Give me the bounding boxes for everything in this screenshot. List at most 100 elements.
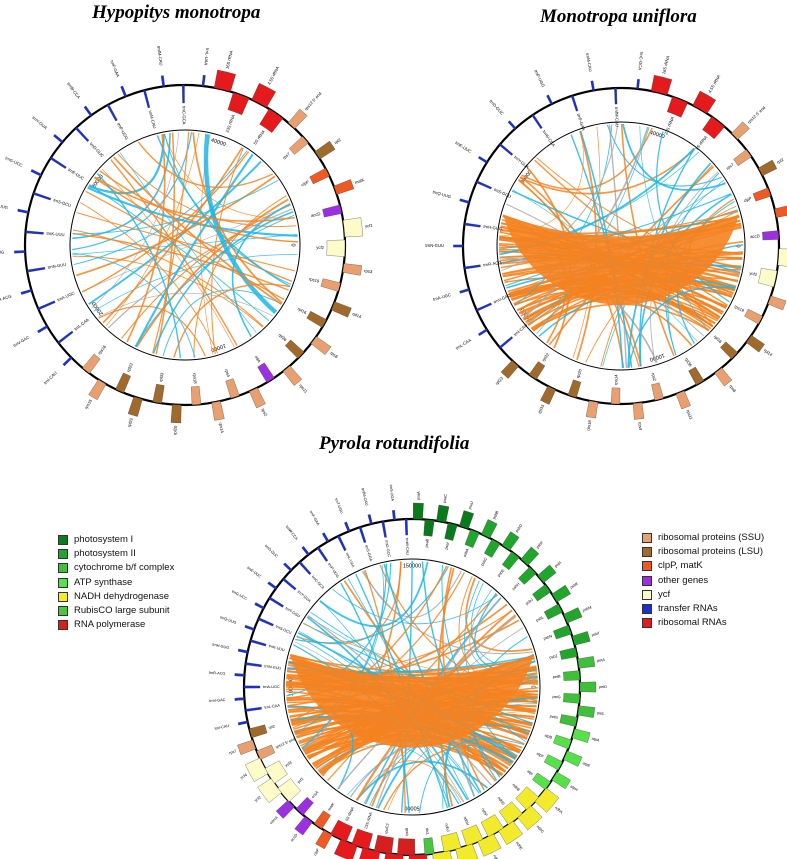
gene-block (478, 328, 488, 337)
gene-block (757, 268, 778, 288)
gene-block (331, 301, 352, 318)
gene-block (579, 681, 597, 693)
gene-label: ccsA (311, 790, 320, 799)
inner-ring (283, 558, 541, 816)
gene-block (551, 771, 571, 790)
gene-block (244, 624, 255, 631)
gene-block (322, 204, 343, 218)
gene-block (432, 850, 452, 859)
gene-block (423, 837, 435, 855)
gene-block (106, 104, 118, 122)
gene-label: accD (750, 233, 760, 239)
chord-link (73, 150, 248, 266)
gene-label: 5S rRNA (345, 806, 355, 822)
gene-block (282, 577, 297, 591)
gene-block (374, 834, 394, 854)
gene-label: 23S rRNA (663, 116, 675, 136)
gene-block (744, 308, 763, 325)
chord-link (203, 133, 278, 315)
gene-block (37, 300, 56, 311)
gene-block (567, 379, 582, 398)
chord-link (307, 616, 533, 724)
chord-link (87, 186, 298, 237)
gene-label: rbcL (425, 828, 430, 836)
gene-label: psbH (511, 582, 520, 591)
gene-block (585, 400, 599, 419)
gene-block (214, 69, 236, 92)
gene-label: clpP (313, 848, 320, 857)
chord-link (113, 156, 282, 305)
gene-label: trnS-UGA (389, 484, 395, 501)
chord-link (361, 570, 534, 655)
gene-label: rpl20 (172, 425, 178, 435)
gene-label: trnG-GCC (384, 540, 391, 558)
legend-item: NADH dehydrogenase (58, 590, 174, 604)
inverted-repeat-band (503, 214, 739, 305)
gene-label: psbA (463, 548, 470, 558)
gene-label: rpl23 (494, 375, 504, 386)
gene-label: trnfM-CAU (360, 488, 368, 507)
gene-block (459, 510, 474, 529)
gene-block (476, 180, 492, 190)
gene-block (577, 656, 596, 669)
legend-label: ATP synthase (74, 576, 133, 588)
gene-label: trnS-GCU (275, 625, 292, 636)
chord-link (419, 738, 525, 813)
gene-block (767, 295, 787, 311)
gene-label: psaI (444, 542, 450, 550)
gene-label: trnI-CAU (513, 323, 529, 337)
gene-block (762, 230, 780, 241)
gene-label: ndhF (480, 808, 488, 818)
gene-label: ndhH (463, 816, 470, 826)
gene-block (577, 705, 596, 718)
chord-link (294, 564, 384, 734)
gene-label: rps7 (229, 749, 237, 755)
gene-block (287, 108, 308, 129)
gene-label: 16S rRNA (661, 55, 670, 75)
gene-block (733, 149, 752, 166)
gene-block (127, 396, 143, 417)
gene-label: trnG-UCC (231, 590, 248, 602)
gene-block (408, 854, 428, 859)
legend-label: ribosomal proteins (SSU) (658, 532, 765, 543)
gene-label: rps16 (97, 344, 108, 356)
gene-block (571, 728, 591, 743)
legend-label: ribosomal RNAs (658, 617, 727, 629)
chord-link (163, 133, 295, 219)
legend-swatch (58, 591, 68, 602)
gene-block (282, 365, 303, 386)
gene-label: rps14 (613, 374, 618, 385)
gene-label: trnA-UGC (263, 685, 280, 689)
gene-label: trnD-GUC (89, 141, 105, 158)
gene-label: rpl2 (333, 137, 342, 145)
gene-block (37, 325, 49, 334)
legend-label: other genes (658, 574, 709, 586)
gene-block (528, 361, 546, 380)
gene-block (384, 852, 404, 859)
gene-label: rpl33 (537, 403, 546, 414)
gene-label: rps8 (728, 384, 737, 394)
legend-swatch (58, 577, 68, 588)
gene-label: trnE-UUC (454, 140, 472, 154)
gene-block (688, 366, 704, 386)
legend-swatch (642, 604, 652, 615)
gene-label: rpl14 (352, 311, 363, 319)
gene-label: atpE (582, 761, 591, 768)
legend-label: ribosomal proteins (LSU) (658, 546, 764, 558)
gene-label: rpl2 (268, 724, 275, 730)
gene-block (33, 192, 52, 201)
gene-block (477, 833, 502, 857)
chord-link (332, 588, 499, 625)
gene-label: rpl20 (575, 368, 583, 379)
gene-block (234, 697, 245, 701)
gene-block (342, 217, 363, 238)
legend-item: photosystem II (58, 547, 174, 561)
gene-label: trnH-GUG (212, 643, 230, 650)
inner-ring (69, 129, 301, 361)
chord-link (464, 580, 526, 743)
gene-block (702, 116, 725, 140)
gene-label: trnE-UUC (246, 566, 262, 579)
gene-label: psbN (543, 634, 553, 641)
gene-label: rps12 5' end (303, 90, 322, 111)
gene-block (551, 584, 571, 603)
